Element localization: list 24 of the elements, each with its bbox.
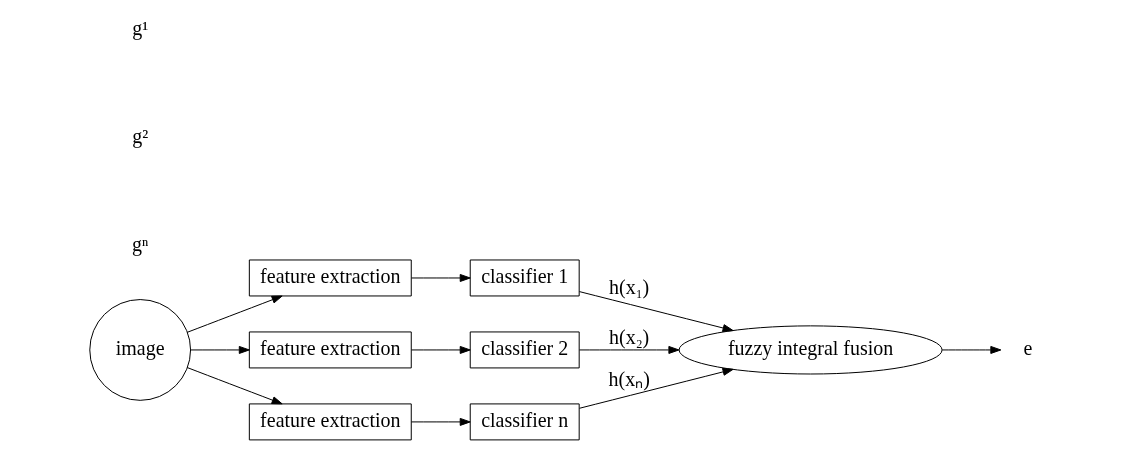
- arrow: [411, 417, 471, 426]
- arrow: [941, 345, 1002, 354]
- arrow: [578, 291, 734, 332]
- label: gⁿ: [132, 232, 149, 255]
- arrow: [578, 367, 734, 409]
- label: g¹: [132, 17, 149, 40]
- label: g²: [132, 125, 149, 148]
- node-box: classifier 2: [469, 331, 580, 369]
- arrow: [411, 274, 471, 282]
- arrow: [578, 345, 680, 354]
- node-circle: image: [89, 299, 192, 401]
- node-text: e: [1023, 336, 1033, 359]
- arrow: [186, 295, 283, 333]
- arrow: [186, 367, 283, 405]
- node-box: feature extraction: [248, 403, 412, 441]
- edge-label: h(x₂): [609, 325, 650, 348]
- node-box: feature extraction: [248, 259, 412, 297]
- edge-label: h(x₁): [609, 275, 650, 298]
- edge-label: h(xₙ): [608, 367, 650, 390]
- arrow: [190, 345, 250, 354]
- node-box: feature extraction: [248, 331, 412, 369]
- node-box: classifier 1: [469, 259, 580, 297]
- node-box: classifier n: [469, 403, 580, 441]
- arrow: [411, 345, 471, 354]
